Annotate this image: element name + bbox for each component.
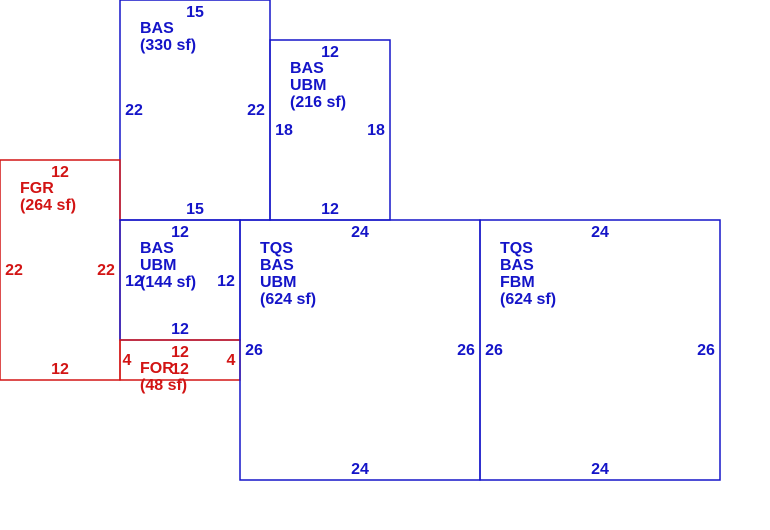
room-label: FBM — [500, 274, 535, 291]
dimension-label-top: 24 — [351, 224, 369, 241]
dimension-label-bottom: 12 — [51, 361, 69, 378]
dimension-label-right: 18 — [367, 122, 385, 139]
room-label: BAS — [500, 257, 534, 274]
room-label: UBM — [260, 274, 296, 291]
dimension-label-left: 26 — [245, 342, 263, 359]
room-outline — [479, 219, 721, 481]
room-label: TQS — [500, 240, 533, 257]
room-label: BAS — [290, 60, 324, 77]
dimension-label-top: 12 — [321, 44, 339, 61]
room-label: UBM — [290, 77, 326, 94]
room-label: (624 sf) — [260, 291, 316, 308]
room-label: (330 sf) — [140, 37, 196, 54]
dimension-label-bottom: 12 — [321, 201, 339, 218]
room-label: BAS — [260, 257, 294, 274]
room-label: (144 sf) — [140, 274, 196, 291]
room-label: BAS — [140, 240, 174, 257]
dimension-label-left: 26 — [485, 342, 503, 359]
dimension-label-right: 26 — [457, 342, 475, 359]
dimension-label-top: 24 — [591, 224, 609, 241]
room-label: UBM — [140, 257, 176, 274]
dimension-label-right: 22 — [247, 102, 265, 119]
room-label: BAS — [140, 20, 174, 37]
dimension-label-right: 26 — [697, 342, 715, 359]
dimension-label-top: 12 — [51, 164, 69, 181]
dimension-label-right: 4 — [227, 352, 236, 369]
room-bas-330: BAS(330 sf) 15 15 22 22 — [119, 0, 271, 221]
dimension-label-right: 12 — [217, 273, 235, 290]
dimension-label-top: 12 — [171, 344, 189, 361]
dimension-label-left: 18 — [275, 122, 293, 139]
dimension-label-left: 22 — [5, 262, 23, 279]
dimension-label-bottom: 24 — [351, 461, 369, 478]
dimension-label-left: 4 — [123, 352, 132, 369]
dimension-label-right: 22 — [97, 262, 115, 279]
room-label: (216 sf) — [290, 94, 346, 111]
dimension-label-bottom: 12 — [171, 321, 189, 338]
room-label: (624 sf) — [500, 291, 556, 308]
room-label: (48 sf) — [140, 377, 187, 394]
room-label: FOR — [140, 360, 174, 377]
room-label: (264 sf) — [20, 197, 76, 214]
dimension-label-bottom: 15 — [186, 201, 204, 218]
room-fgr-264: FGR(264 sf) 12 12 22 22 — [0, 159, 121, 381]
dimension-label-bottom: 12 — [171, 361, 189, 378]
room-label: TQS — [260, 240, 293, 257]
dimension-label-top: 12 — [171, 224, 189, 241]
dimension-label-left: 22 — [125, 102, 143, 119]
dimension-label-top: 15 — [186, 4, 204, 21]
dimension-label-left: 12 — [125, 273, 143, 290]
room-label: FGR — [20, 180, 54, 197]
dimension-label-bottom: 24 — [591, 461, 609, 478]
